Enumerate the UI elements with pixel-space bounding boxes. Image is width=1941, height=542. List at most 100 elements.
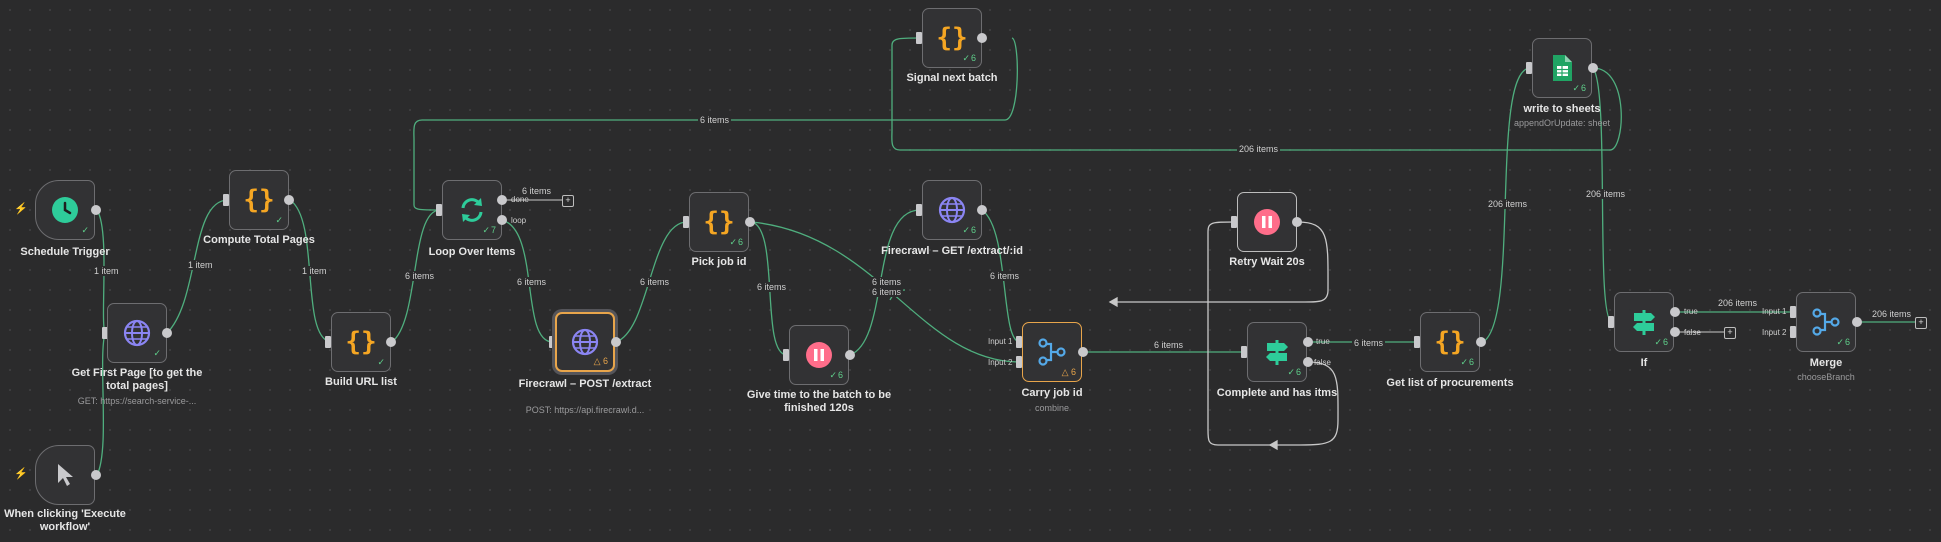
edge-label: 6 items — [870, 277, 904, 287]
code-braces-icon: {} — [936, 23, 968, 53]
output-port[interactable] — [1588, 63, 1598, 73]
input-port[interactable] — [436, 204, 442, 216]
pause-icon — [801, 337, 837, 373]
output-port[interactable] — [1852, 317, 1862, 327]
output-port[interactable] — [1078, 347, 1088, 357]
output-port-false[interactable] — [1303, 357, 1313, 367]
output-port-true[interactable] — [1670, 307, 1680, 317]
get-first-page-node[interactable]: ✓ — [107, 303, 167, 363]
node-label: Merge — [1809, 357, 1843, 369]
input-port-2[interactable] — [1016, 356, 1022, 368]
edge-manual-to-get — [96, 332, 106, 476]
input-port[interactable] — [223, 194, 229, 206]
input-port-2[interactable] — [1790, 326, 1796, 338]
edge-build-to-loop — [391, 209, 441, 343]
edge-signal-to-loop — [413, 37, 1018, 211]
node-label: Retry Wait 20s — [1229, 256, 1305, 268]
input-port[interactable] — [325, 336, 331, 348]
edge-label: 1 item — [92, 266, 121, 276]
edge-false-to-retry — [1270, 361, 1339, 446]
output-port[interactable] — [745, 217, 755, 227]
input-port-1[interactable] — [1790, 306, 1796, 318]
success-check-icon: ✓6 — [962, 53, 976, 63]
success-check-icon: ✓6 — [1460, 357, 1474, 367]
output-port[interactable] — [162, 328, 172, 338]
port-label: true — [1316, 337, 1330, 346]
edge-label: 1 item — [186, 260, 215, 270]
code-braces-icon: {} — [703, 207, 735, 237]
success-check-icon: ✓6 — [1572, 83, 1586, 93]
edge-label: 206 items — [1584, 189, 1628, 199]
input-port-1[interactable] — [1016, 336, 1022, 348]
complete-has-items-node[interactable]: ✓6 — [1247, 322, 1307, 382]
success-check-icon: ✓6 — [1654, 337, 1668, 347]
node-label: Schedule Trigger — [20, 246, 110, 258]
input-port[interactable] — [1608, 316, 1614, 328]
node-label: Complete and has itms — [1216, 387, 1338, 399]
pick-job-id-node[interactable]: {} ✓6 — [689, 192, 749, 252]
loop-over-items-node[interactable]: ✓7 — [442, 180, 502, 240]
node-label: If — [1640, 357, 1648, 369]
build-url-list-node[interactable]: {} ✓ — [331, 312, 391, 372]
output-port-true[interactable] — [1303, 337, 1313, 347]
edge-give-to-get — [849, 209, 921, 356]
output-port[interactable] — [1292, 217, 1302, 227]
merge-node[interactable]: ✓6 — [1796, 292, 1856, 352]
port-label: true — [1684, 307, 1698, 316]
node-label: Get First Page [to get the total pages] — [71, 367, 203, 392]
port-label: Input 2 — [1762, 328, 1787, 337]
add-node-button[interactable]: + — [1915, 317, 1927, 329]
manual-trigger-node[interactable] — [35, 445, 95, 505]
input-port[interactable] — [549, 336, 555, 348]
input-port[interactable] — [1526, 62, 1532, 74]
output-port-done[interactable] — [497, 195, 507, 205]
input-port[interactable] — [916, 204, 922, 216]
carry-job-id-node[interactable]: △ 6 — [1022, 322, 1082, 382]
trigger-bolt-icon: ⚡ — [14, 203, 28, 215]
merge-branch-icon — [1034, 334, 1070, 370]
clock-icon — [47, 192, 83, 228]
firecrawl-get-node[interactable]: ✓6 — [922, 180, 982, 240]
input-port[interactable] — [683, 216, 689, 228]
edge-label: 6 items — [1152, 340, 1186, 350]
success-check-icon: ✓ — [153, 348, 161, 358]
input-port[interactable] — [1241, 346, 1247, 358]
node-label: Get list of procurements — [1386, 377, 1514, 389]
input-port[interactable] — [1414, 336, 1420, 348]
signal-next-batch-node[interactable]: {} ✓6 — [922, 8, 982, 68]
compute-total-pages-node[interactable]: {} ✓ — [229, 170, 289, 230]
output-port[interactable] — [977, 33, 987, 43]
input-port[interactable] — [916, 32, 922, 44]
success-check-icon: ✓ — [275, 215, 283, 225]
output-port[interactable] — [91, 470, 101, 480]
output-port[interactable] — [977, 205, 987, 215]
write-to-sheets-node[interactable]: ✓6 — [1532, 38, 1592, 98]
input-port[interactable] — [783, 349, 789, 361]
node-label: Pick job id — [691, 256, 747, 268]
port-label: false — [1314, 358, 1331, 367]
node-subtitle: GET: https://search-service-... — [77, 396, 197, 406]
give-time-node[interactable]: ✓6 — [789, 325, 849, 385]
get-list-procurements-node[interactable]: {} ✓6 — [1420, 312, 1480, 372]
add-node-button[interactable]: + — [1724, 327, 1736, 339]
output-port[interactable] — [1476, 337, 1486, 347]
input-port[interactable] — [102, 327, 108, 339]
output-port-loop[interactable] — [497, 215, 507, 225]
output-port-false[interactable] — [1670, 327, 1680, 337]
if-node[interactable]: ✓6 — [1614, 292, 1674, 352]
output-port[interactable] — [611, 337, 621, 347]
output-port[interactable] — [91, 205, 101, 215]
output-port[interactable] — [284, 195, 294, 205]
input-port[interactable] — [1231, 216, 1237, 228]
node-label: When clicking 'Execute workflow' — [4, 508, 126, 533]
node-label: Loop Over Items — [428, 246, 516, 258]
retry-wait-node[interactable] — [1237, 192, 1297, 252]
port-label: done — [511, 195, 529, 204]
output-port[interactable] — [386, 337, 396, 347]
add-node-button[interactable]: + — [562, 195, 574, 207]
schedule-trigger-node[interactable]: ✓ — [35, 180, 95, 240]
edge-label: 206 items — [1716, 298, 1760, 308]
output-port[interactable] — [845, 350, 855, 360]
warning-badge: △ 6 — [1061, 367, 1076, 377]
firecrawl-post-node[interactable]: △ 6 — [555, 312, 615, 372]
